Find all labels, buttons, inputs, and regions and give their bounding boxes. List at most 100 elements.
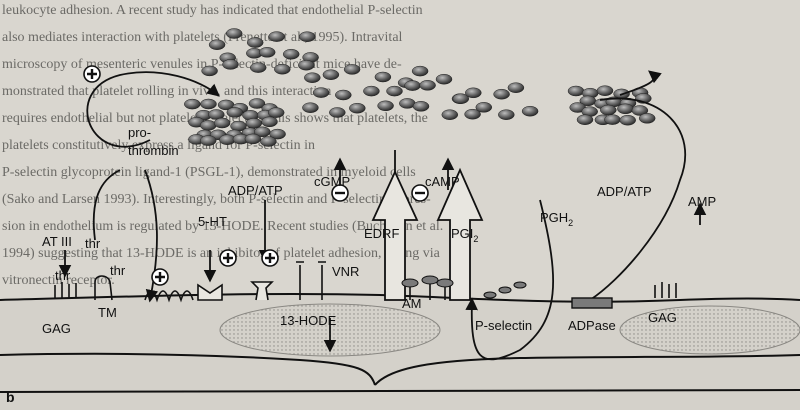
- platelet: [498, 109, 515, 120]
- am-label: AM: [402, 296, 422, 311]
- prothrombin-label-1: pro-: [128, 125, 151, 140]
- platelet: [377, 100, 394, 112]
- platelet: [226, 107, 244, 118]
- at3-label: AT III: [42, 234, 72, 249]
- vnr-icon: [296, 261, 326, 300]
- platelet: [199, 135, 217, 146]
- platelet: [363, 85, 380, 97]
- thr-gag-label: thr: [55, 268, 71, 283]
- platelet: [441, 109, 459, 120]
- platelet: [201, 65, 218, 77]
- platelet-clusters: [184, 28, 656, 147]
- platelet: [567, 85, 585, 97]
- platelet: [274, 63, 291, 75]
- platelet: [244, 133, 262, 145]
- endothelium: [0, 292, 800, 410]
- am-caps: [401, 275, 527, 299]
- platelet: [386, 85, 403, 97]
- platelet: [260, 136, 277, 147]
- background-text-line: also mediates interaction with platelets…: [2, 30, 403, 45]
- platelet: [213, 117, 231, 129]
- figure-letter: b: [6, 389, 15, 405]
- camp-label: cAMP: [425, 174, 460, 189]
- arrow-to-right-platelets: [619, 70, 662, 96]
- membrane-receptors: [54, 261, 677, 303]
- platelet: [452, 93, 470, 104]
- nucleus-right: [619, 305, 800, 355]
- plus-marker-thr: [151, 268, 169, 286]
- adp-atp-left-label: ADP/ATP: [228, 183, 283, 198]
- 5ht-receptor-icon: [197, 283, 223, 301]
- platelet: [199, 120, 217, 131]
- platelet: [343, 64, 361, 75]
- gag-left-label: GAG: [42, 321, 71, 336]
- background-text-line: monstrated that platelet rolling in vivo…: [2, 84, 331, 99]
- amp-label: AMP: [688, 194, 716, 209]
- platelet: [631, 105, 649, 116]
- gag-left-icon: [54, 282, 77, 298]
- edrf-arrow: [371, 169, 419, 301]
- thr-label-left: thr: [85, 236, 101, 251]
- cgmp-label: cGMP: [314, 174, 350, 189]
- arrow-adp-atp-right: [589, 97, 686, 301]
- platelet: [349, 102, 366, 114]
- platelet: [411, 65, 429, 77]
- pgi2-label: PGI2: [451, 226, 478, 244]
- adpase-label: ADPase: [568, 318, 616, 333]
- minus-marker-edrf: [331, 184, 349, 202]
- platelet: [222, 59, 239, 70]
- platelet: [298, 31, 316, 42]
- platelet: [435, 73, 453, 85]
- platelet: [493, 88, 510, 100]
- platelet: [600, 104, 617, 116]
- hollow-arrows: [371, 167, 484, 301]
- platelet: [245, 118, 263, 129]
- platelet: [267, 107, 285, 118]
- platelet: [464, 108, 481, 120]
- platelet: [335, 89, 352, 101]
- arrow-prothrombin-to-platelets: [86, 71, 220, 148]
- thrombin-receptor-icon: [144, 290, 194, 303]
- pathway-arrows: [58, 70, 707, 361]
- plus-marker-5ht: [219, 249, 237, 267]
- vnr-label: VNR: [332, 264, 359, 279]
- plus-marker-adp: [261, 249, 279, 267]
- platelet: [617, 103, 634, 115]
- platelet: [638, 113, 656, 124]
- platelet: [184, 98, 201, 110]
- modulation-markers: [83, 65, 429, 286]
- platelet: [329, 107, 346, 118]
- tm-icon: [94, 275, 113, 301]
- platelet: [374, 71, 392, 83]
- prothrombin-label-2: thrombin: [128, 143, 179, 158]
- adpase-block: [571, 297, 613, 309]
- platelet: [619, 114, 636, 126]
- 5ht-label: 5-HT: [198, 214, 227, 229]
- tm-label: TM: [98, 305, 117, 320]
- platelet: [322, 69, 340, 80]
- platelet: [604, 114, 621, 125]
- platelet: [576, 114, 594, 125]
- pgi2-arrow: [436, 167, 484, 301]
- platelet: [475, 102, 493, 113]
- platelet: [465, 87, 482, 99]
- platelet: [596, 85, 614, 96]
- arrow-prothrombin-to-thr: [92, 169, 121, 241]
- platelet: [268, 31, 285, 42]
- edrf-label: EDRF: [364, 226, 399, 241]
- platelet: [269, 128, 286, 140]
- background-text-line: leukocyte adhesion. A recent study has i…: [2, 3, 423, 18]
- background-text-line: (Sako and Larsen 1993). Interestingly, b…: [2, 192, 431, 207]
- minus-marker-pgi2: [411, 184, 429, 202]
- platelet: [404, 80, 421, 91]
- platelet: [246, 37, 264, 48]
- gag-right-label: GAG: [648, 310, 677, 325]
- platelet: [200, 98, 217, 110]
- platelet: [261, 116, 278, 128]
- platelet: [419, 80, 436, 91]
- pgh2-label: PGH2: [540, 210, 573, 228]
- platelet: [258, 47, 276, 58]
- platelet: [302, 102, 319, 113]
